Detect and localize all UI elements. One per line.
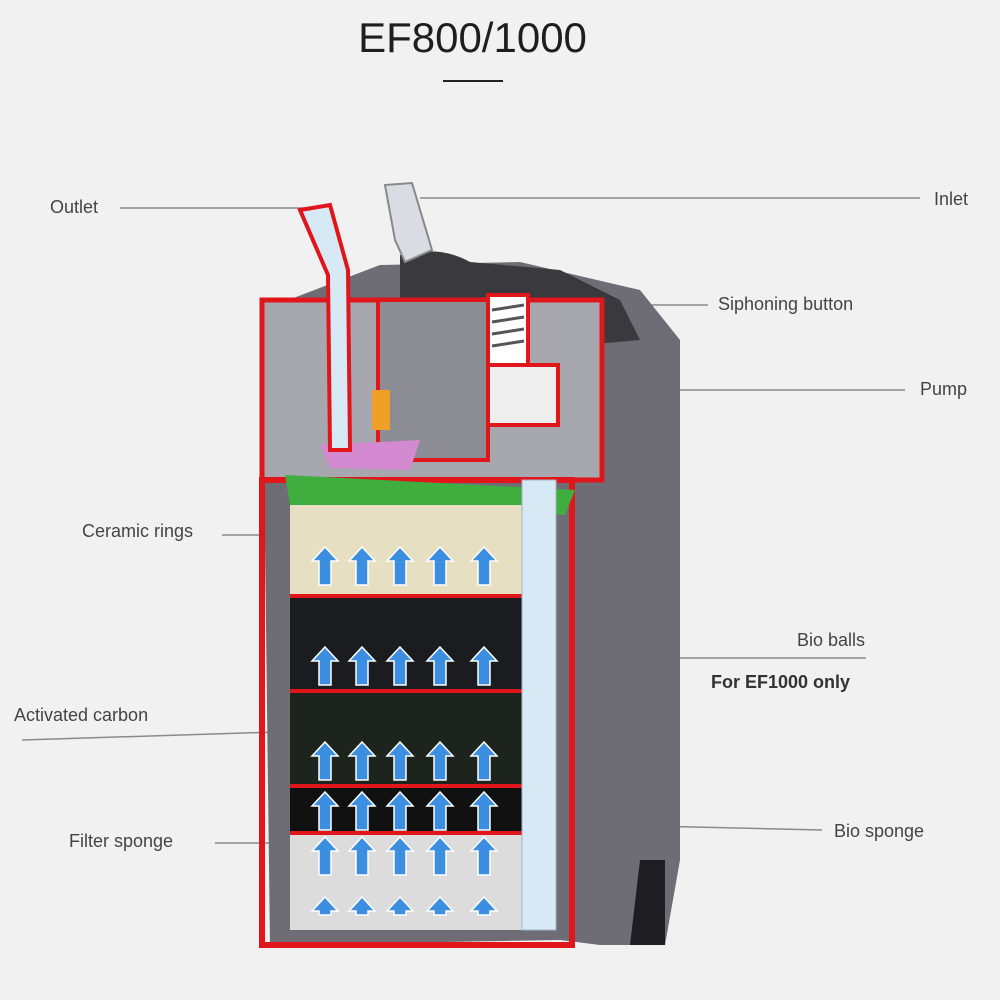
label-outlet: Outlet	[50, 197, 99, 217]
label-bio-balls: Bio balls	[797, 630, 866, 650]
flow-arrow-icon	[385, 835, 415, 876]
flow-arrow-icon	[425, 645, 455, 686]
flow-arrow-icon	[310, 895, 340, 916]
inlet-pipe	[383, 181, 434, 264]
flow-arrow-icon	[385, 790, 415, 831]
flow-arrow-icon	[425, 545, 455, 586]
label-filter-sponge: Filter sponge	[69, 831, 174, 851]
flow-arrow-icon	[469, 645, 499, 686]
wheel	[630, 860, 665, 945]
label-siphoning-button: Siphoning button	[718, 294, 854, 314]
flow-arrow-icon	[425, 835, 455, 876]
diagram-title: EF800/1000	[358, 14, 587, 61]
flow-arrow-icon	[469, 545, 499, 586]
flow-arrow-icon	[469, 740, 499, 781]
label-bio-balls-note: For EF1000 only	[711, 672, 851, 692]
flow-arrow-icon	[469, 790, 499, 831]
flow-arrow-icon	[310, 740, 340, 781]
intake-tube	[521, 479, 557, 931]
flow-arrow-icon	[385, 645, 415, 686]
pump-magnet	[372, 390, 390, 430]
flow-arrow-icon	[347, 645, 377, 686]
label-inlet: Inlet	[934, 189, 969, 209]
label-bio-sponge: Bio sponge	[834, 821, 925, 841]
flow-arrow-icon	[347, 740, 377, 781]
flow-arrow-icon	[385, 545, 415, 586]
title-underline	[443, 80, 503, 82]
flow-arrow-icon	[385, 895, 415, 916]
flow-arrow-icon	[347, 835, 377, 876]
outlet-pipe	[297, 202, 353, 452]
label-activated-carbon: Activated carbon	[14, 705, 149, 725]
pump-impeller	[486, 363, 560, 427]
flow-arrow-icon	[385, 740, 415, 781]
flow-arrow-icon	[425, 740, 455, 781]
flow-arrow-icon	[310, 545, 340, 586]
flow-arrow-icon	[310, 790, 340, 831]
label-ceramic-rings: Ceramic rings	[82, 521, 194, 541]
flow-arrow-icon	[425, 895, 455, 916]
flow-arrow-icon	[310, 835, 340, 876]
flow-arrow-icon	[347, 790, 377, 831]
label-pump: Pump	[920, 379, 968, 399]
flow-arrow-icon	[469, 835, 499, 876]
flow-arrow-icon	[347, 545, 377, 586]
flow-arrow-icon	[310, 645, 340, 686]
flow-arrow-icon	[425, 790, 455, 831]
flow-arrow-icon	[347, 895, 377, 916]
flow-arrows	[310, 545, 499, 916]
flow-arrow-icon	[469, 895, 499, 916]
